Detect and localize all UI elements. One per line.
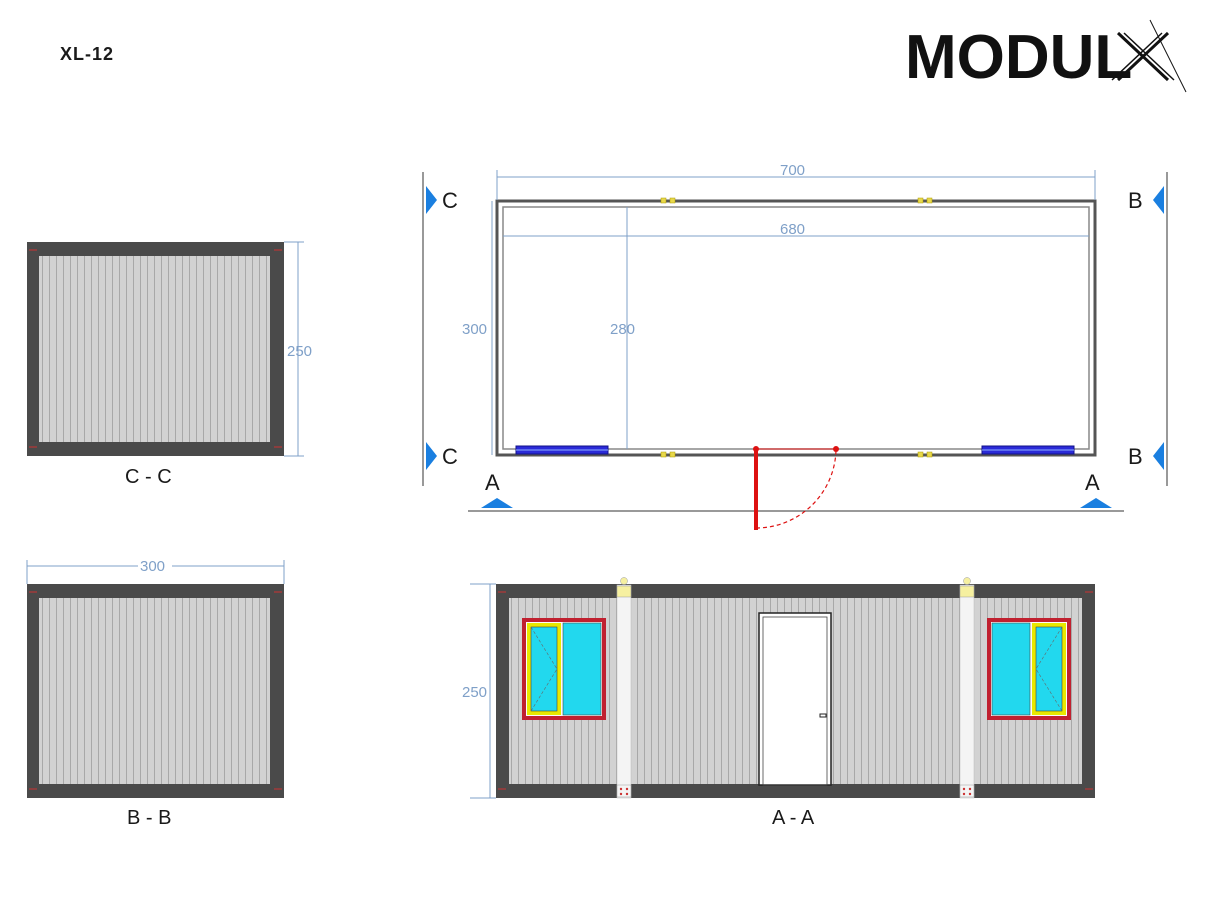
bb-wall-panel: [39, 598, 270, 784]
model-code: XL-12: [60, 44, 115, 64]
aa-door-handle: [819, 713, 827, 718]
marker-a-left: A: [485, 470, 500, 495]
aa-column-right: [959, 577, 975, 799]
brand-name: MODUL: [905, 23, 1132, 92]
plan-inner-length: 680: [780, 221, 805, 238]
section-cc: 250 C - C: [27, 241, 312, 488]
aa-door: [758, 612, 832, 786]
plan-door-swing: [755, 449, 837, 529]
plan-window-right: [981, 445, 1075, 455]
brand-x-mark: [1111, 19, 1187, 93]
section-bb: 300 B - B: [26, 558, 285, 829]
marker-b-bottom-arrow: [1153, 442, 1164, 470]
aa-window-right: [987, 618, 1071, 720]
plan-door-leaf: [754, 447, 758, 530]
plan-width-dimension: 300 280: [462, 201, 635, 455]
marker-c-bottom: C: [442, 444, 458, 469]
aa-height-dimension: 250: [462, 583, 496, 799]
marker-b-top: B: [1128, 188, 1143, 213]
bb-caption: B - B: [127, 807, 171, 829]
cc-caption: C - C: [125, 466, 172, 488]
plan-length-dimension: 700 680: [496, 162, 1096, 238]
plan-door: [753, 446, 839, 530]
marker-a-right-arrow: [1080, 498, 1112, 508]
aa-window-left: [522, 618, 606, 720]
aa-column-left: [616, 577, 632, 799]
plan-inner-wall: [502, 206, 1090, 450]
marker-c-top-arrow: [426, 186, 437, 214]
cc-height-dimension: 250: [284, 241, 312, 457]
plan-outer-wall: [495, 199, 1097, 457]
cc-wall-panel: [39, 256, 270, 442]
plan-outer-length: 700: [780, 162, 805, 179]
floor-plan: C C B B A A 700 680 300 280: [422, 162, 1168, 530]
plan-window-left: [515, 445, 609, 455]
bb-width-dimension: 300: [26, 558, 285, 584]
marker-a-left-arrow: [481, 498, 513, 508]
section-aa: 250: [462, 577, 1095, 829]
marker-c-bottom-arrow: [426, 442, 437, 470]
marker-b-top-arrow: [1153, 186, 1164, 214]
aa-height-label: 250: [462, 684, 487, 701]
bb-width-label: 300: [140, 558, 165, 575]
brand-logo: MODUL: [905, 19, 1187, 93]
plan-outer-width: 300: [462, 321, 487, 338]
marker-b-bottom: B: [1128, 444, 1143, 469]
marker-c-top: C: [442, 188, 458, 213]
cc-height-label: 250: [287, 343, 312, 360]
plan-inner-width: 280: [610, 321, 635, 338]
aa-caption: A - A: [772, 807, 815, 829]
marker-a-right: A: [1085, 470, 1100, 495]
